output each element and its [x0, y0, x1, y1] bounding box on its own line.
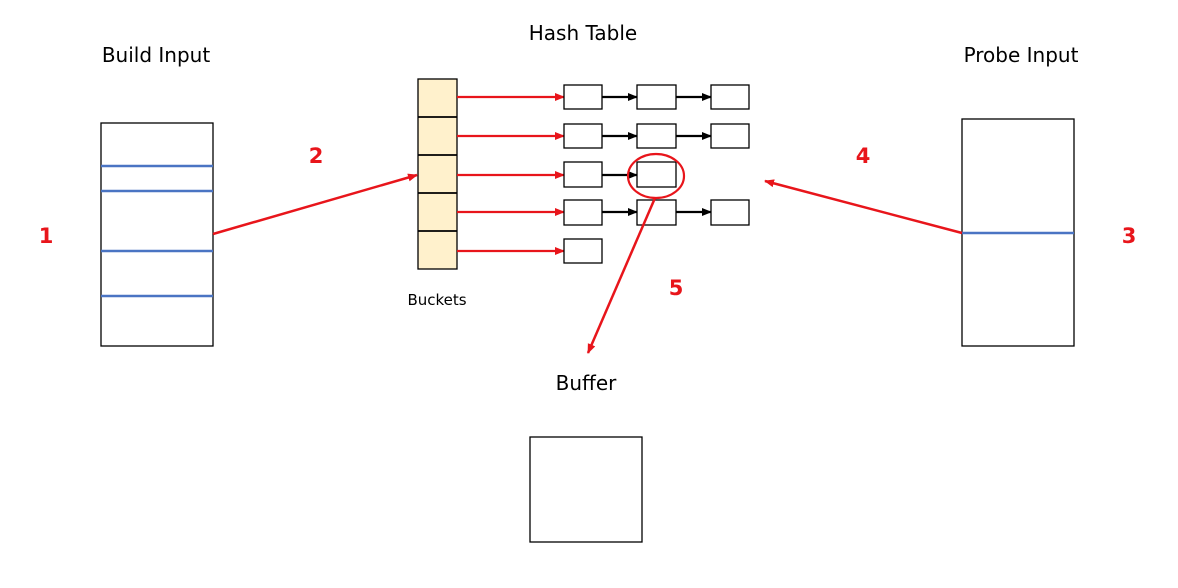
chain-node — [563, 84, 603, 110]
build-input-table — [100, 122, 214, 347]
step-3-number: 3 — [1122, 224, 1137, 248]
step-1-number: 1 — [39, 224, 54, 248]
step-4-number: 4 — [856, 144, 871, 168]
probe-input-table — [961, 118, 1075, 347]
chain-node — [636, 84, 677, 110]
chain-node — [636, 123, 677, 149]
chain-node — [563, 123, 603, 149]
buffer-box — [529, 436, 643, 543]
build-to-bucket-arrow — [212, 173, 418, 236]
probe-to-table-arrow — [764, 179, 963, 235]
chain-node — [563, 238, 603, 264]
chain-node — [563, 161, 603, 188]
chain-node — [710, 84, 750, 110]
chain-node — [710, 199, 750, 226]
hash-table-title: Hash Table — [529, 21, 637, 45]
buckets-label: Buckets — [407, 291, 466, 309]
step-5-number: 5 — [669, 276, 684, 300]
chain-node — [636, 199, 677, 226]
probe-input-title: Probe Input — [964, 43, 1079, 67]
matched-chain-node — [636, 161, 677, 188]
chain-node — [710, 123, 750, 149]
match-to-buffer-arrow — [586, 197, 657, 354]
build-input-title: Build Input — [102, 43, 211, 67]
buffer-title: Buffer — [556, 371, 617, 395]
match-highlight-circle — [626, 152, 686, 200]
chain-node — [563, 199, 603, 226]
step-2-number: 2 — [309, 144, 324, 168]
buckets-column — [417, 78, 458, 270]
